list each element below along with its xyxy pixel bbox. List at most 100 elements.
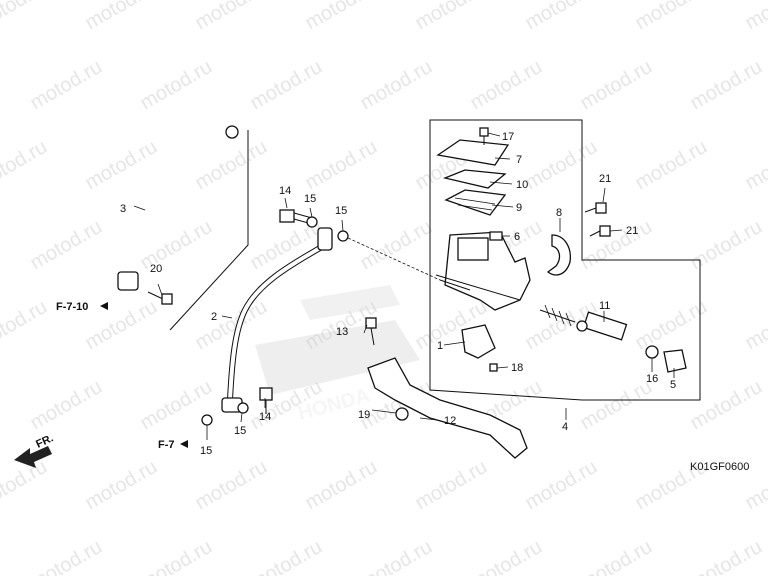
diaphragm-9 — [444, 189, 507, 216]
part-labels: 3 2 20 14 15 15 14 15 15 13 1 17 7 10 9 … — [120, 131, 676, 457]
ref-arrow-icon — [100, 302, 108, 310]
washer-15-a — [306, 216, 318, 228]
watermark-text: motod.ru — [742, 136, 768, 195]
ref-f7-10: F-7-10 — [56, 301, 88, 313]
watermark-text: motod.ru — [192, 136, 271, 195]
watermark-text: motod.ru — [82, 456, 161, 515]
label-part-16: 16 — [646, 373, 658, 385]
label-part-15c: 15 — [234, 425, 246, 437]
washer-15-c — [237, 402, 249, 414]
switch-1 — [461, 324, 496, 359]
watermark-text: motod.ru — [247, 56, 326, 115]
watermark-text: motod.ru — [357, 536, 436, 576]
ref-f7: F-7 — [158, 439, 175, 451]
label-part-9: 9 — [516, 202, 522, 214]
watermark-text: motod.ru — [467, 536, 546, 576]
label-part-19: 19 — [358, 409, 370, 421]
label-part-3: 3 — [120, 203, 126, 215]
watermark-text: motod.ru — [467, 56, 546, 115]
watermark-text: motod.ru — [0, 136, 51, 195]
watermark-text: motod.ru — [632, 0, 711, 34]
label-part-21b: 21 — [626, 225, 638, 237]
diaphragm-plate-10 — [442, 169, 507, 189]
watermark-text: motod.ru — [137, 56, 216, 115]
label-part-8: 8 — [556, 207, 562, 219]
watermark-text: motod.ru — [302, 136, 381, 195]
brake-hose-2 — [221, 227, 333, 413]
clip-6 — [489, 231, 503, 241]
watermark-text: motod.ru — [27, 216, 106, 275]
pivot-bolt-13 — [365, 317, 377, 346]
brake-hose-3 — [117, 125, 239, 291]
watermark-text: motod.ru — [82, 296, 161, 355]
label-part-2: 2 — [211, 311, 217, 323]
watermark-text: motod.ru — [687, 536, 766, 576]
watermark-text: motod.ru — [577, 376, 656, 435]
circlip-16 — [645, 345, 659, 359]
watermark-text: motod.ru — [82, 0, 161, 34]
watermark-text: motod.ru — [687, 376, 766, 435]
guide-line — [347, 237, 441, 281]
label-part-1: 1 — [437, 340, 443, 352]
watermark-text: motod.ru — [742, 296, 768, 355]
bolt-21-upper — [584, 202, 607, 214]
label-part-5: 5 — [670, 379, 676, 391]
watermark-text: motod.ru — [302, 456, 381, 515]
leader-lines — [133, 132, 675, 440]
nut-19 — [395, 407, 409, 421]
watermark-text: motod.ru — [0, 456, 51, 515]
label-part-11: 11 — [599, 300, 610, 312]
watermark-text: motod.ru — [0, 296, 51, 355]
label-part-4: 4 — [562, 421, 568, 433]
label-part-17: 17 — [502, 131, 514, 143]
watermark-text: motod.ru — [577, 216, 656, 275]
label-part-20: 20 — [150, 263, 162, 275]
watermark-text: motod.ru — [192, 0, 271, 34]
watermark-text: motod.ru — [577, 56, 656, 115]
front-indicator: FR. — [34, 432, 55, 450]
watermark-text: motod.ru — [687, 56, 766, 115]
label-part-15d: 15 — [200, 445, 212, 457]
watermark-text: motod.ru — [357, 216, 436, 275]
diagram-code: K01GF0600 — [690, 461, 749, 473]
label-part-6: 6 — [514, 231, 520, 243]
master-cylinder-body — [435, 231, 531, 311]
bolt-20 — [147, 291, 173, 305]
watermark-text: motod.ru — [412, 456, 491, 515]
watermark-text: motod.ru — [82, 136, 161, 195]
screw-17 — [479, 127, 489, 145]
label-part-15b: 15 — [335, 205, 347, 217]
piston-set-11 — [539, 304, 628, 341]
label-part-15a: 15 — [304, 193, 316, 205]
label-part-14b: 14 — [259, 411, 271, 423]
watermark-text: motod.ru — [27, 536, 106, 576]
bolt-14-upper — [279, 209, 313, 225]
label-part-13: 13 — [336, 326, 348, 338]
watermark-text: motod.ru — [192, 456, 271, 515]
watermark-text: motod.ru — [27, 376, 106, 435]
watermark-text: motod.ru — [27, 56, 106, 115]
boot-5 — [663, 349, 687, 373]
bolt-21-lower — [589, 225, 611, 237]
watermark-text: motod.ru — [742, 0, 768, 34]
watermark-text: motod.ru — [632, 296, 711, 355]
group-boundary-master-cylinder — [429, 119, 701, 401]
watermark-text: motod.ru — [357, 56, 436, 115]
watermark-text: motod.ru — [412, 0, 491, 34]
watermark-text: motod.ru — [522, 456, 601, 515]
bolt-14-lower — [259, 387, 273, 414]
watermark-text: motod.ru — [632, 136, 711, 195]
group-boundary-hose3 — [169, 130, 249, 331]
brake-lever-12 — [367, 357, 528, 459]
washer-15-d — [201, 414, 213, 426]
label-part-7: 7 — [516, 154, 522, 166]
watermark-text: motod.ru — [577, 536, 656, 576]
ref-arrow-icon-2 — [180, 440, 188, 448]
watermark-text: motod.ru — [302, 0, 381, 34]
watermark-text: motod.ru — [522, 0, 601, 34]
reservoir-cap-7 — [436, 139, 510, 166]
washer-15-b — [337, 230, 349, 242]
label-part-12: 12 — [444, 415, 456, 427]
